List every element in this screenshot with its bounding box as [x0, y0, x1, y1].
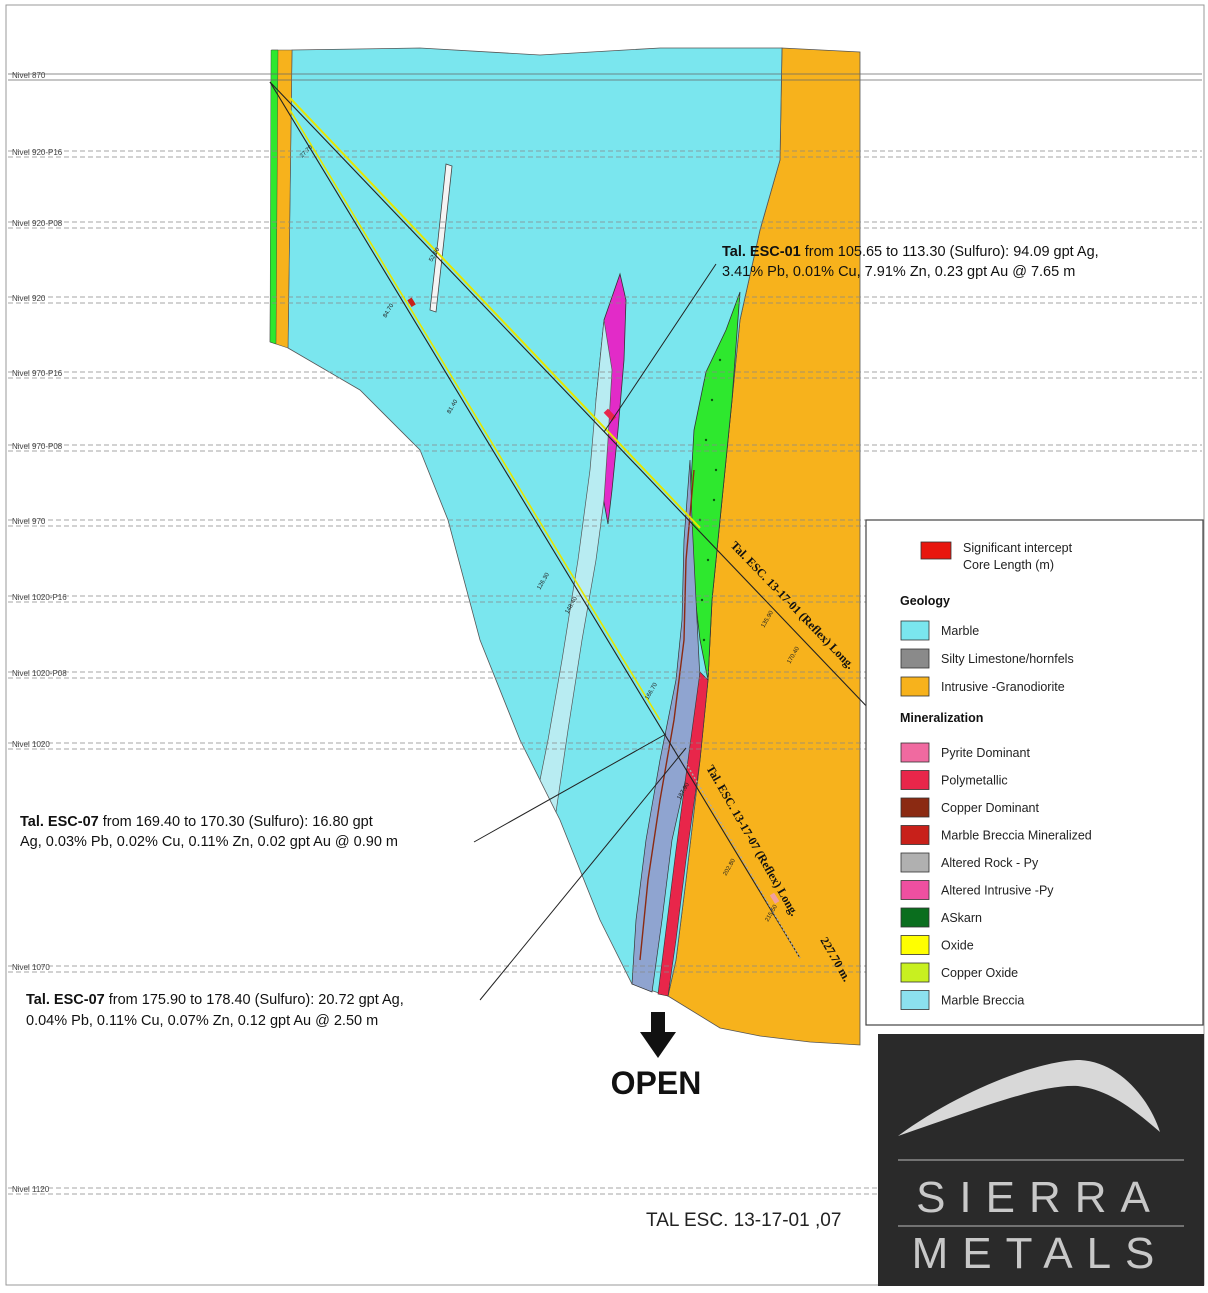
- leader-esc07a: [473, 733, 667, 843]
- legend-mineral-label: Altered Intrusive -Py: [941, 884, 1054, 898]
- legend-mineral-swatch: [900, 825, 930, 845]
- hornfels-sliver: [429, 163, 453, 313]
- drillhole-esc-07-yellow: [289, 109, 661, 721]
- legend-geology-label: Marble: [941, 624, 979, 638]
- level-label: Nivel 1070: [12, 963, 50, 972]
- legend-geology-swatch: [900, 676, 930, 697]
- legend-mineral-swatch: [900, 990, 930, 1010]
- legend-mineral-swatch: [900, 907, 930, 928]
- legend-geology-swatch: [900, 648, 930, 669]
- level-6: Nivel 970-P08: [8, 442, 1202, 452]
- open-label: OPEN: [611, 1065, 702, 1101]
- skarn-strip-left: [269, 49, 279, 345]
- legend-geology-title: Geology: [900, 594, 950, 608]
- drillhole-esc-07-dashed: [675, 745, 801, 959]
- legend-mineral-swatch: [900, 797, 930, 818]
- leader-esc01: [603, 263, 717, 433]
- level-label: Nivel 920: [12, 294, 46, 303]
- level-2: Nivel 920-P16: [8, 148, 1202, 158]
- legend-geology-label: Silty Limestone/hornfels: [941, 652, 1074, 666]
- level-label: Nivel 970-P16: [12, 369, 63, 378]
- legend-mineral-label: Marble Breccia: [941, 994, 1024, 1008]
- legend-mineral-label: Oxide: [941, 939, 974, 953]
- level-label: Nivel 1020: [12, 740, 50, 749]
- altered-zone: [631, 459, 701, 993]
- copper-vein-trace: [639, 469, 695, 961]
- level-5: Nivel 970-P16: [8, 369, 1202, 379]
- intercept-mark-small: [407, 297, 416, 307]
- legend: Significant intercept Core Length (m) Ge…: [865, 519, 1204, 1026]
- level-label: Nivel 1120: [12, 1185, 50, 1194]
- level-label: Nivel 1020-P08: [12, 669, 67, 678]
- legend-mineral-label: Polymetallic: [941, 774, 1008, 788]
- sierra-metals-logo: SIERRA METALS: [878, 1034, 1204, 1286]
- logo-sierra: SIERRA: [916, 1173, 1164, 1222]
- svg-text:Tal. ESC-07 from 169.40 to 170: Tal. ESC-07 from 169.40 to 170.30 (Sulfu…: [20, 814, 373, 830]
- drillhole-esc-07: [269, 81, 801, 959]
- svg-text:Ag, 0.03% Pb, 0.02% Cu, 0.11%: Ag, 0.03% Pb, 0.02% Cu, 0.11% Zn, 0.02 g…: [20, 834, 398, 850]
- legend-geology-label: Intrusive -Granodiorite: [941, 680, 1065, 694]
- legend-geology-swatch: [900, 620, 930, 641]
- level-4: Nivel 920: [8, 294, 1202, 304]
- level-1: Nivel 870: [8, 71, 1202, 81]
- significant-intercept-swatch: [920, 541, 952, 560]
- svg-text:Tal. ESC-01 from 105.65 to 113: Tal. ESC-01 from 105.65 to 113.30 (Sulfu…: [722, 244, 1099, 260]
- level-label: Nivel 970-P08: [12, 442, 63, 451]
- drillhole-esc-01-yellow: [289, 97, 701, 529]
- open-arrow: [640, 1012, 676, 1058]
- leader-esc07b: [479, 747, 687, 1001]
- logo-metals: METALS: [912, 1229, 1169, 1278]
- annotation-esc07a: Tal. ESC-07 from 169.40 to 170.30 (Sulfu…: [20, 814, 398, 850]
- level-label: Nivel 970: [12, 517, 46, 526]
- level-label: Nivel 920-P16: [12, 148, 63, 157]
- marble-breccia-band: [539, 319, 613, 814]
- mountain-icon: [898, 1060, 1160, 1136]
- level-3: Nivel 920-P08: [8, 219, 1202, 229]
- annotation-esc07b: Tal. ESC-07 from 175.90 to 178.40 (Sulfu…: [26, 992, 404, 1029]
- legend-mineral-swatch: [900, 962, 930, 983]
- legend-mineral-label: Marble Breccia Mineralized: [941, 829, 1092, 843]
- level-label: Nivel 870: [12, 71, 46, 80]
- legend-intercept-line1: Significant intercept: [963, 541, 1073, 555]
- legend-intercept-line2: Core Length (m): [963, 558, 1054, 572]
- legend-mineral-swatch: [900, 880, 930, 900]
- section-title: TAL ESC. 13-17-01 ,07: [646, 1210, 841, 1231]
- legend-mineral-label: Copper Dominant: [941, 801, 1039, 815]
- legend-mineral-swatch: [900, 852, 930, 873]
- svg-text:0.04% Pb, 0.11% Cu, 0.07% Zn,: 0.04% Pb, 0.11% Cu, 0.07% Zn, 0.12 gpt A…: [26, 1013, 378, 1029]
- legend-mineral-swatch: [900, 742, 930, 763]
- arrow-down-icon: [651, 1012, 665, 1034]
- legend-mineral-swatch: [900, 935, 930, 955]
- legend-mineral-label: Copper Oxide: [941, 966, 1018, 980]
- intercept-mark-esc07: [769, 892, 780, 904]
- annotation-esc01: Tal. ESC-01 from 105.65 to 113.30 (Sulfu…: [722, 244, 1099, 280]
- svg-text:Tal. ESC-07 from 175.90 to 178: Tal. ESC-07 from 175.90 to 178.40 (Sulfu…: [26, 992, 404, 1008]
- level-label: Nivel 920-P08: [12, 219, 63, 228]
- legend-mineralization-title: Mineralization: [900, 711, 983, 725]
- legend-mineral-label: Pyrite Dominant: [941, 746, 1030, 760]
- level-label: Nivel 1020-P16: [12, 593, 67, 602]
- svg-text:3.41% Pb, 0.01% Cu, 7.91% Zn,: 3.41% Pb, 0.01% Cu, 7.91% Zn, 0.23 gpt A…: [722, 264, 1075, 280]
- polymetallic-vein: [657, 671, 709, 997]
- legend-mineral-label: ASkarn: [941, 911, 982, 925]
- drillhole-esc-01: [269, 81, 873, 713]
- legend-mineral-swatch: [900, 770, 930, 790]
- legend-mineral-label: Altered Rock - Py: [941, 856, 1039, 870]
